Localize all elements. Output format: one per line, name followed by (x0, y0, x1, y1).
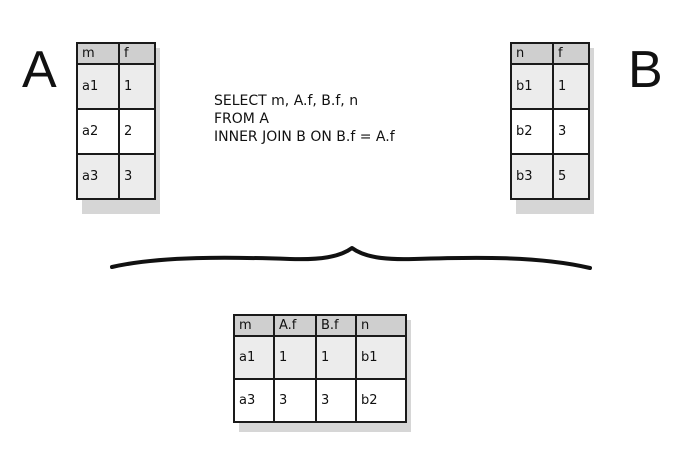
result-header-n: n (355, 314, 407, 337)
table-b-header-n: n (510, 42, 554, 65)
table-a: m f a1 1 a2 2 a3 3 (76, 42, 156, 200)
table-b: n f b1 1 b2 3 b3 5 (510, 42, 590, 200)
table-row: a1 1 (76, 63, 156, 110)
table-row: a1 1 1 b1 (233, 335, 407, 380)
table-cell: 3 (315, 378, 357, 423)
table-cell: 2 (118, 108, 156, 155)
result-table: m A.f B.f n a1 1 1 b1 a3 3 3 b2 (233, 314, 407, 423)
table-cell: 3 (552, 108, 590, 155)
table-b-label: B (628, 41, 663, 99)
table-cell: a1 (233, 335, 275, 380)
table-a-header-row: m f (76, 42, 156, 65)
table-cell: 1 (118, 63, 156, 110)
table-cell: 3 (118, 153, 156, 200)
table-cell: a3 (233, 378, 275, 423)
sql-query: SELECT m, A.f, B.f, n FROM A INNER JOIN … (214, 92, 395, 146)
table-b-header-row: n f (510, 42, 590, 65)
result-header-row: m A.f B.f n (233, 314, 407, 337)
table-cell: b2 (355, 378, 407, 423)
table-cell: 5 (552, 153, 590, 200)
table-row: a3 3 3 b2 (233, 378, 407, 423)
table-row: a3 3 (76, 153, 156, 200)
table-cell: 1 (315, 335, 357, 380)
table-cell: b1 (510, 63, 554, 110)
table-cell: a3 (76, 153, 120, 200)
table-row: b3 5 (510, 153, 590, 200)
table-a-header-f: f (118, 42, 156, 65)
table-cell: b2 (510, 108, 554, 155)
table-cell: 3 (273, 378, 317, 423)
sql-line-join: INNER JOIN B ON B.f = A.f (214, 129, 395, 145)
table-row: a2 2 (76, 108, 156, 155)
table-row: b2 3 (510, 108, 590, 155)
table-cell: 1 (552, 63, 590, 110)
sql-line-select: SELECT m, A.f, B.f, n (214, 93, 359, 109)
table-a-label: A (22, 41, 57, 99)
table-cell: a2 (76, 108, 120, 155)
result-header-m: m (233, 314, 275, 337)
table-cell: b3 (510, 153, 554, 200)
result-header-af: A.f (273, 314, 317, 337)
result-header-bf: B.f (315, 314, 357, 337)
table-row: b1 1 (510, 63, 590, 110)
table-cell: a1 (76, 63, 120, 110)
table-cell: 1 (273, 335, 317, 380)
table-cell: b1 (355, 335, 407, 380)
sql-line-from: FROM A (214, 111, 269, 127)
table-b-header-f: f (552, 42, 590, 65)
table-a-header-m: m (76, 42, 120, 65)
